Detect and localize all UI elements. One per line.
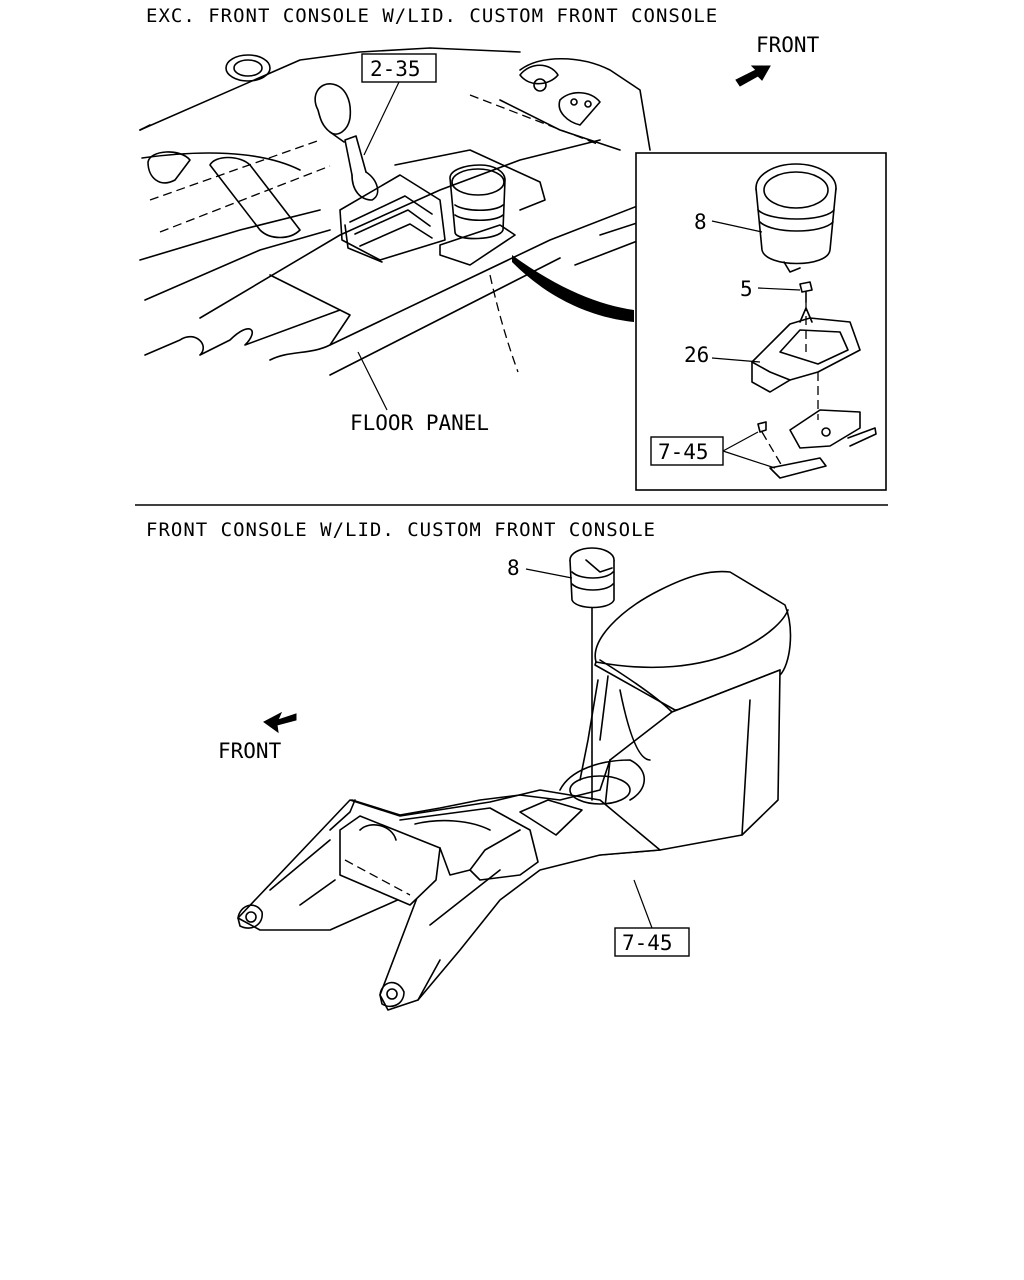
callout-2-35: 2-35 xyxy=(361,53,437,156)
cup-holder-part-lower xyxy=(569,547,615,801)
floor-panel-label: FLOOR PANEL xyxy=(350,411,489,435)
front-arrow-icon xyxy=(735,65,771,87)
section-1-title: EXC. FRONT CONSOLE W/LID. CUSTOM FRONT C… xyxy=(146,5,718,27)
floor-panel-drawing xyxy=(139,47,651,376)
front-arrow-icon-lower xyxy=(263,711,297,734)
callout-7-45-detail: 7-45 xyxy=(658,440,709,464)
front-label-bottom: FRONT xyxy=(218,739,282,763)
callout-8-lower: 8 xyxy=(507,556,520,580)
mounting-bracket-part xyxy=(757,409,877,479)
callout-7-45-lower: 7-45 xyxy=(614,879,690,957)
callout-7-45-lower-text: 7-45 xyxy=(622,931,673,955)
bracket-part xyxy=(751,302,861,420)
callout-5-detail: 5 xyxy=(740,277,753,301)
section-2-title: FRONT CONSOLE W/LID. CUSTOM FRONT CONSOL… xyxy=(146,519,656,541)
cup-holder-part xyxy=(755,163,837,273)
callout-2-35-text: 2-35 xyxy=(370,57,421,81)
detail-box: 8 5 26 7-45 xyxy=(635,152,887,491)
callout-8-detail: 8 xyxy=(694,210,707,234)
screw-part xyxy=(799,281,813,303)
callout-26-detail: 26 xyxy=(684,343,709,367)
center-console-drawing xyxy=(237,570,792,1011)
front-label-top: FRONT xyxy=(756,33,820,57)
